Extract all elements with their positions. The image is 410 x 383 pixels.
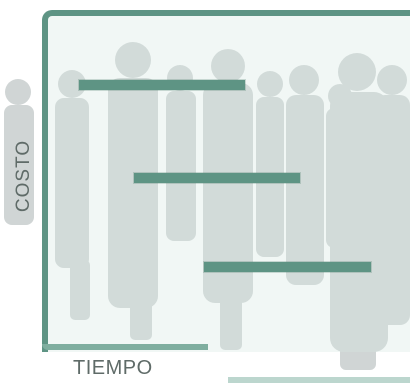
- step-bar-3: [204, 262, 371, 272]
- y-axis-label: COSTO: [13, 139, 34, 213]
- step-bar-1: [79, 80, 245, 90]
- x-axis-line: [42, 344, 208, 350]
- bottom-accent-line: [228, 377, 410, 383]
- x-axis-label: TIEMPO: [73, 357, 153, 379]
- step-bar-2: [134, 173, 300, 183]
